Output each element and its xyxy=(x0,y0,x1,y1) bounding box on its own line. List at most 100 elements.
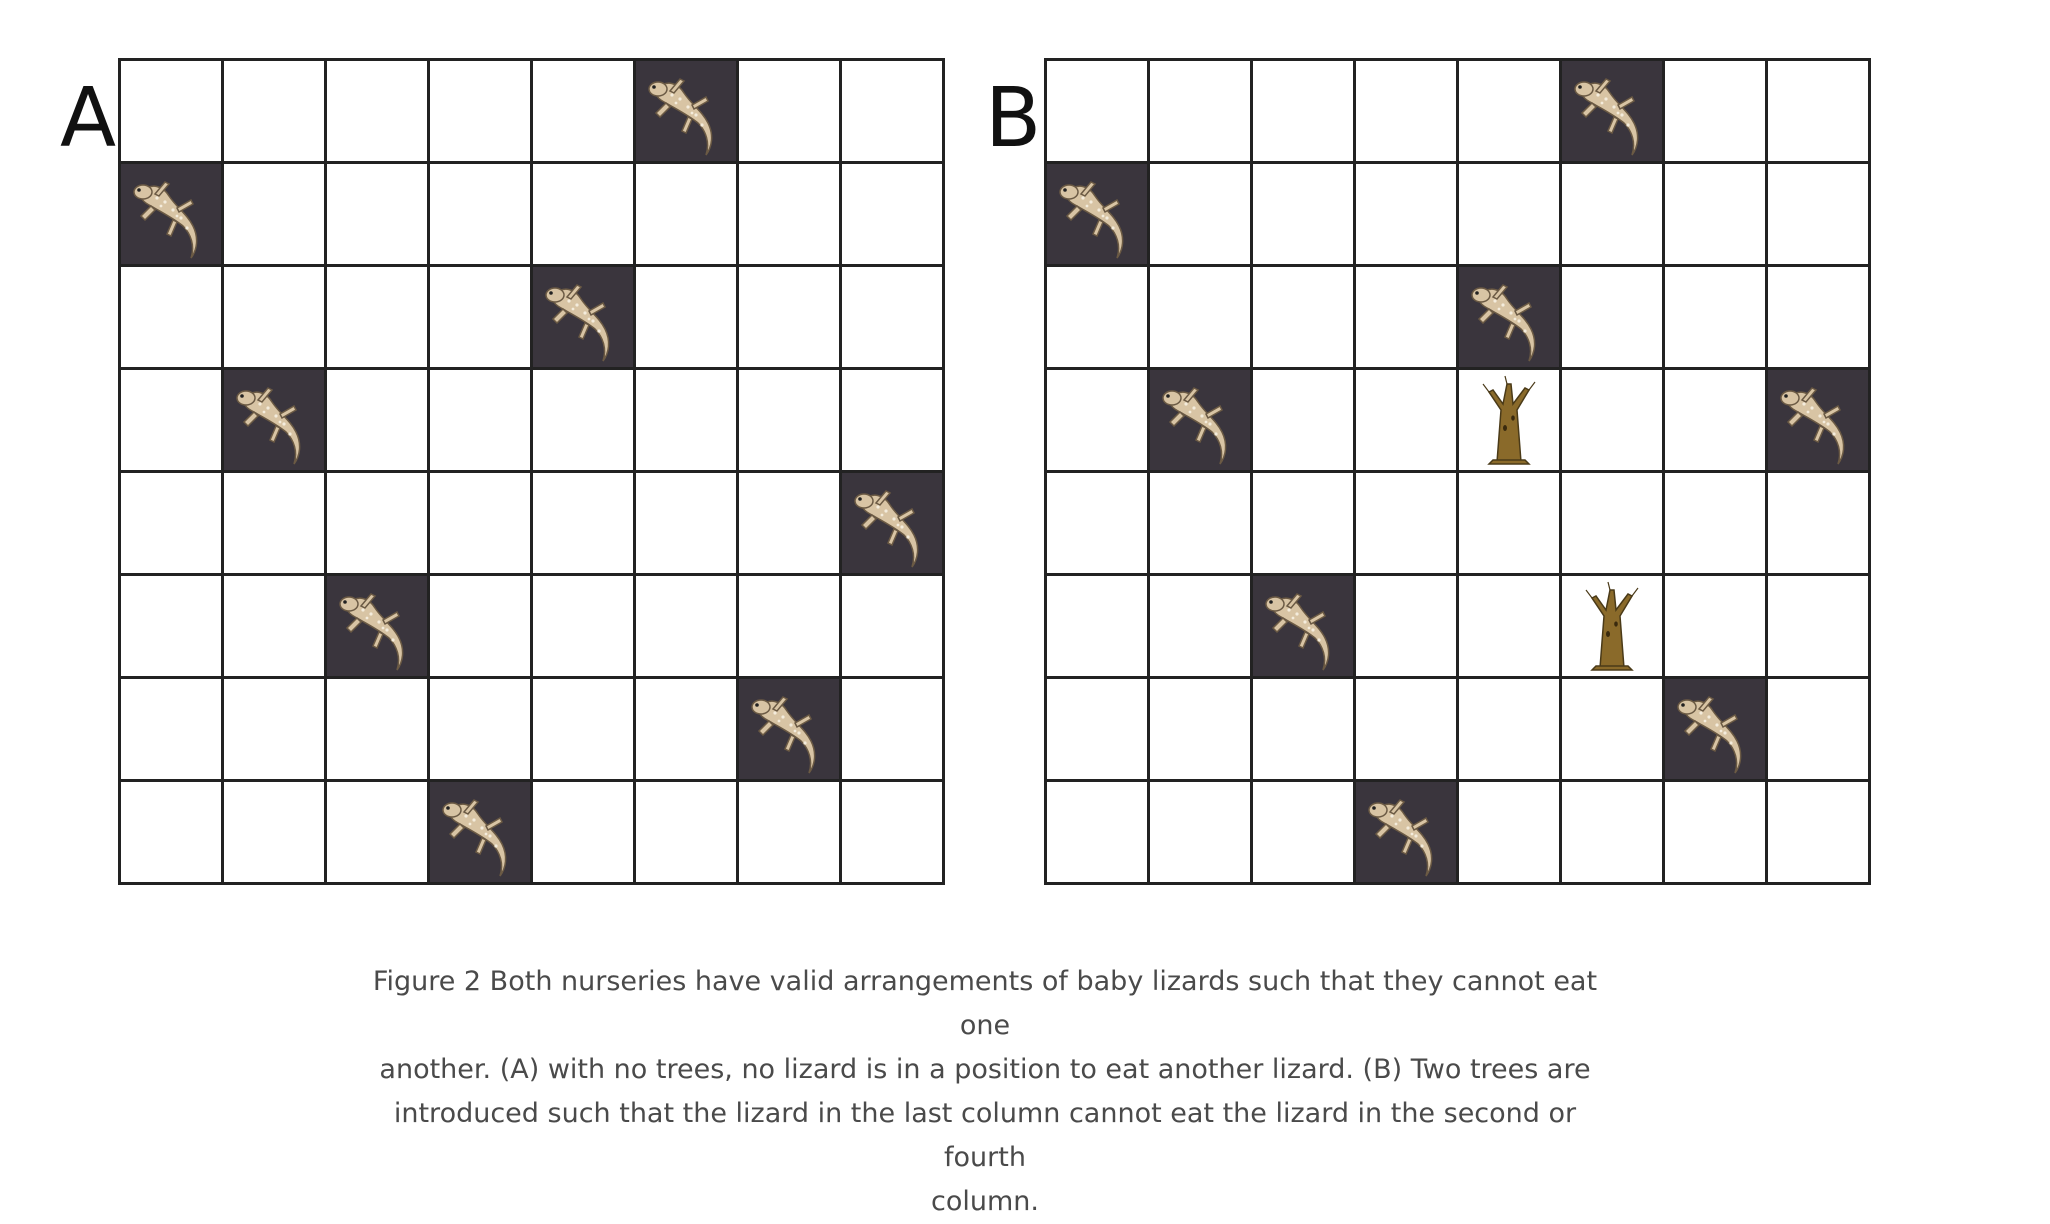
grid-cell xyxy=(1356,679,1459,782)
grid-cell xyxy=(224,782,327,885)
grid-cell xyxy=(739,473,842,576)
grid-cell xyxy=(1562,370,1665,473)
grid-cell xyxy=(1356,473,1459,576)
grid-cell xyxy=(224,576,327,679)
grid-cell xyxy=(430,164,533,267)
grid-cell xyxy=(327,61,430,164)
grid-cell xyxy=(1150,576,1253,679)
grid-cell xyxy=(1459,164,1562,267)
grid-cell xyxy=(533,164,636,267)
nursery-grid-b xyxy=(1044,58,1871,885)
grid-cell xyxy=(842,164,945,267)
grid-cell-lizard xyxy=(739,679,842,782)
grid-cell xyxy=(1562,164,1665,267)
grid-cell xyxy=(1150,679,1253,782)
grid-cell xyxy=(739,164,842,267)
grid-cell xyxy=(1459,61,1562,164)
grid-cell xyxy=(636,782,739,885)
grid-cell xyxy=(739,61,842,164)
grid-cell-lizard xyxy=(1047,164,1150,267)
grid-cell xyxy=(1047,61,1150,164)
grid-cell xyxy=(1665,370,1768,473)
grid-cell xyxy=(121,267,224,370)
grid-cell xyxy=(1665,576,1768,679)
grid-cell xyxy=(1253,473,1356,576)
grid-cell xyxy=(1253,267,1356,370)
grid-cell xyxy=(121,473,224,576)
grid-cell xyxy=(224,267,327,370)
grid-cell xyxy=(1356,576,1459,679)
grid-cell xyxy=(1665,782,1768,885)
grid-cell xyxy=(533,576,636,679)
grid-cell xyxy=(327,164,430,267)
grid-cell xyxy=(636,473,739,576)
grid-cell xyxy=(1665,267,1768,370)
grid-cell xyxy=(1253,61,1356,164)
grid-cell-lizard xyxy=(327,576,430,679)
grid-cell xyxy=(739,782,842,885)
grid-cell xyxy=(1665,61,1768,164)
grid-cell-lizard xyxy=(1356,782,1459,885)
grid-cell xyxy=(636,267,739,370)
grid-cell xyxy=(1047,782,1150,885)
grid-cell-lizard xyxy=(121,164,224,267)
grid-cell xyxy=(533,679,636,782)
grid-cell xyxy=(121,679,224,782)
grid-cell xyxy=(1047,473,1150,576)
grid-cell xyxy=(327,782,430,885)
grid-cell xyxy=(842,782,945,885)
grid-cell-lizard xyxy=(1562,61,1665,164)
grid-cell xyxy=(636,576,739,679)
grid-cell xyxy=(636,679,739,782)
grid-cell-lizard xyxy=(1253,576,1356,679)
grid-cell xyxy=(1047,576,1150,679)
grid-cell xyxy=(430,473,533,576)
grid-cell xyxy=(1768,576,1871,679)
grid-cell-lizard xyxy=(430,782,533,885)
grid-cell xyxy=(1768,679,1871,782)
grid-cell xyxy=(636,164,739,267)
grid-cell xyxy=(1768,473,1871,576)
grid-cell xyxy=(533,61,636,164)
grid-cell xyxy=(1356,61,1459,164)
grid-cell xyxy=(1150,473,1253,576)
grid-cell xyxy=(430,267,533,370)
grid-cell xyxy=(1253,164,1356,267)
grid-cell xyxy=(224,61,327,164)
grid-cell xyxy=(1356,164,1459,267)
grid-cell xyxy=(842,61,945,164)
grid-cell xyxy=(327,370,430,473)
grid-cell xyxy=(533,782,636,885)
caption-line: Figure 2 Both nurseries have valid arran… xyxy=(372,966,1598,1041)
grid-cell xyxy=(1665,164,1768,267)
grid-cell xyxy=(121,782,224,885)
grid-cell xyxy=(430,61,533,164)
grid-cell-lizard xyxy=(1768,370,1871,473)
grid-cell xyxy=(1562,782,1665,885)
grid-cell-tree xyxy=(1459,370,1562,473)
grid-cell xyxy=(1562,267,1665,370)
grid-cell xyxy=(1459,782,1562,885)
grid-cell-tree xyxy=(1562,576,1665,679)
grid-cell xyxy=(533,473,636,576)
grid-cell xyxy=(1459,679,1562,782)
grid-cell xyxy=(1150,61,1253,164)
grid-cell xyxy=(1562,679,1665,782)
caption-line: another. (A) with no trees, no lizard is… xyxy=(379,1054,1591,1085)
grid-cell xyxy=(1047,370,1150,473)
panel-a-label: A xyxy=(60,71,117,166)
grid-cell xyxy=(636,370,739,473)
grid-cell xyxy=(842,267,945,370)
grid-cell xyxy=(842,576,945,679)
grid-cell-lizard xyxy=(1150,370,1253,473)
grid-cell xyxy=(739,267,842,370)
grid-cell xyxy=(224,679,327,782)
grid-cell xyxy=(1356,370,1459,473)
grid-cell xyxy=(533,370,636,473)
grid-cell xyxy=(1150,164,1253,267)
grid-cell xyxy=(1356,267,1459,370)
grid-cell xyxy=(1253,679,1356,782)
grid-cell xyxy=(430,679,533,782)
grid-cell xyxy=(1253,782,1356,885)
caption-line: introduced such that the lizard in the l… xyxy=(393,1098,1577,1173)
